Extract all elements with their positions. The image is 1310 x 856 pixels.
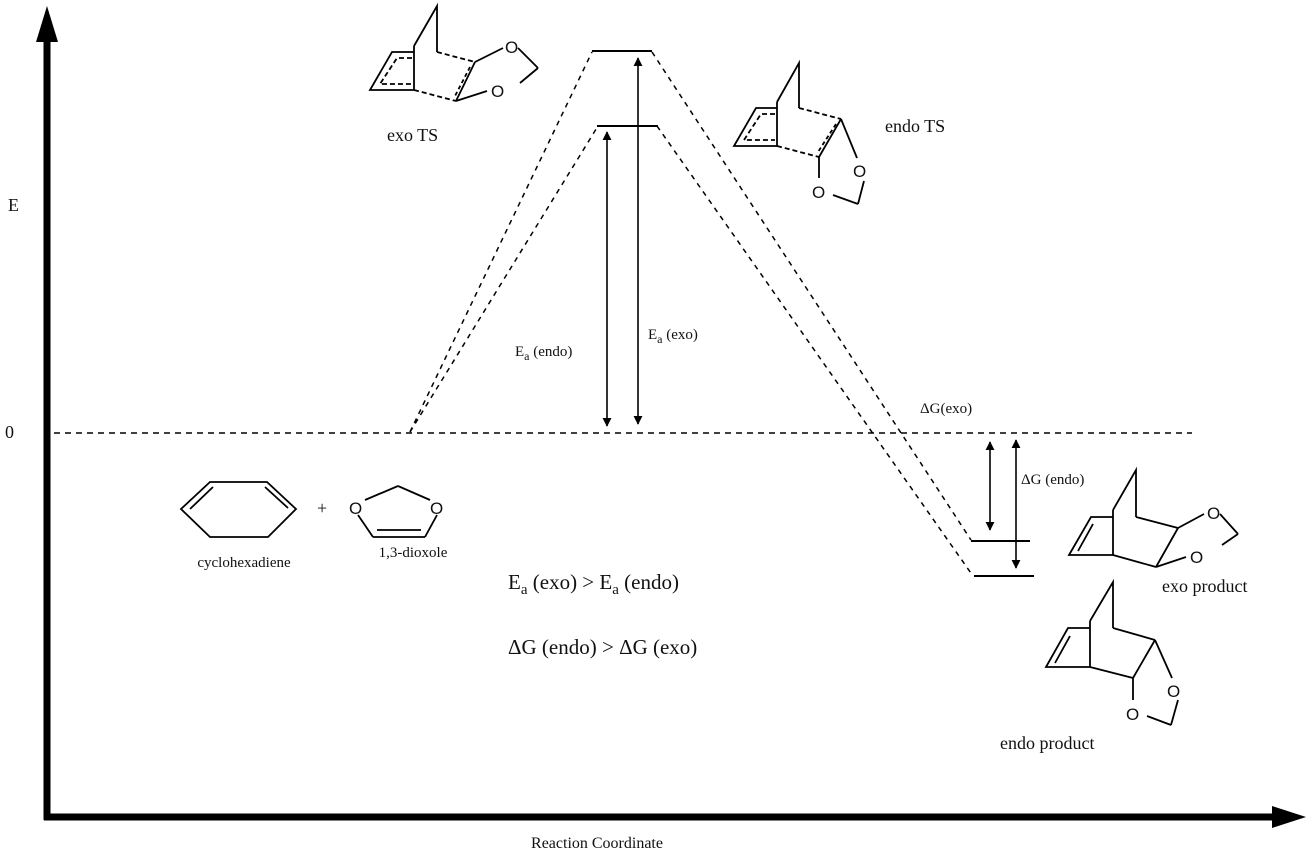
exo-ts-oxygen-2: O xyxy=(491,82,504,101)
exo-ts-structure xyxy=(368,2,539,102)
exo-path xyxy=(409,51,972,541)
zero-label: 0 xyxy=(5,422,14,442)
x-axis-label: Reaction Coordinate xyxy=(531,835,663,852)
dioxole-label: 1,3-dioxole xyxy=(379,545,448,561)
dioxole-oxygen-1: O xyxy=(349,499,362,518)
y-axis xyxy=(36,6,58,820)
endo-path xyxy=(409,125,974,577)
x-axis-arrowhead xyxy=(1272,806,1306,828)
endo-path-fall xyxy=(656,125,974,577)
endo-ts-structure xyxy=(732,59,865,205)
relation-free-energy: ΔG (endo) > ΔG (exo) xyxy=(508,635,697,659)
exo-product-oxygen-2: O xyxy=(1190,548,1203,567)
endo-ts-label: endo TS xyxy=(885,116,945,136)
dioxole-oxygen-2: O xyxy=(430,499,443,518)
endo-ts-oxygen-2: O xyxy=(812,183,825,202)
dioxole-structure xyxy=(357,485,438,538)
ea-exo-label: Ea (exo) xyxy=(648,327,698,346)
dg-endo-label: ΔG (endo) xyxy=(1021,472,1084,488)
endo-ts-oxygen-1: O xyxy=(853,162,866,181)
x-axis xyxy=(44,806,1306,828)
exo-path-fall xyxy=(651,51,972,541)
endo-product-structure xyxy=(1044,578,1179,726)
exo-path-rise xyxy=(409,51,593,433)
relation-activation-energy: Ea (exo) > Ea (endo) xyxy=(508,570,679,598)
cyclohexadiene-structure xyxy=(179,481,298,538)
y-axis-arrowhead xyxy=(36,6,58,42)
cyclohexadiene-label: cyclohexadiene xyxy=(197,555,291,571)
endo-product-oxygen-2: O xyxy=(1126,705,1139,724)
y-axis-label: E xyxy=(8,195,19,215)
exo-product-label: exo product xyxy=(1162,576,1247,596)
endo-product-label: endo product xyxy=(1000,733,1094,753)
endo-product-oxygen-1: O xyxy=(1167,682,1180,701)
exo-ts-oxygen-1: O xyxy=(505,38,518,57)
exo-product-structure xyxy=(1067,466,1239,568)
dg-exo-label: ΔG(exo) xyxy=(920,401,972,417)
plus-sign: + xyxy=(317,498,327,518)
exo-product-oxygen-1: O xyxy=(1207,504,1220,523)
ea-endo-label: Ea (endo) xyxy=(515,344,572,363)
endo-path-rise xyxy=(409,125,599,433)
exo-ts-label: exo TS xyxy=(387,125,438,145)
